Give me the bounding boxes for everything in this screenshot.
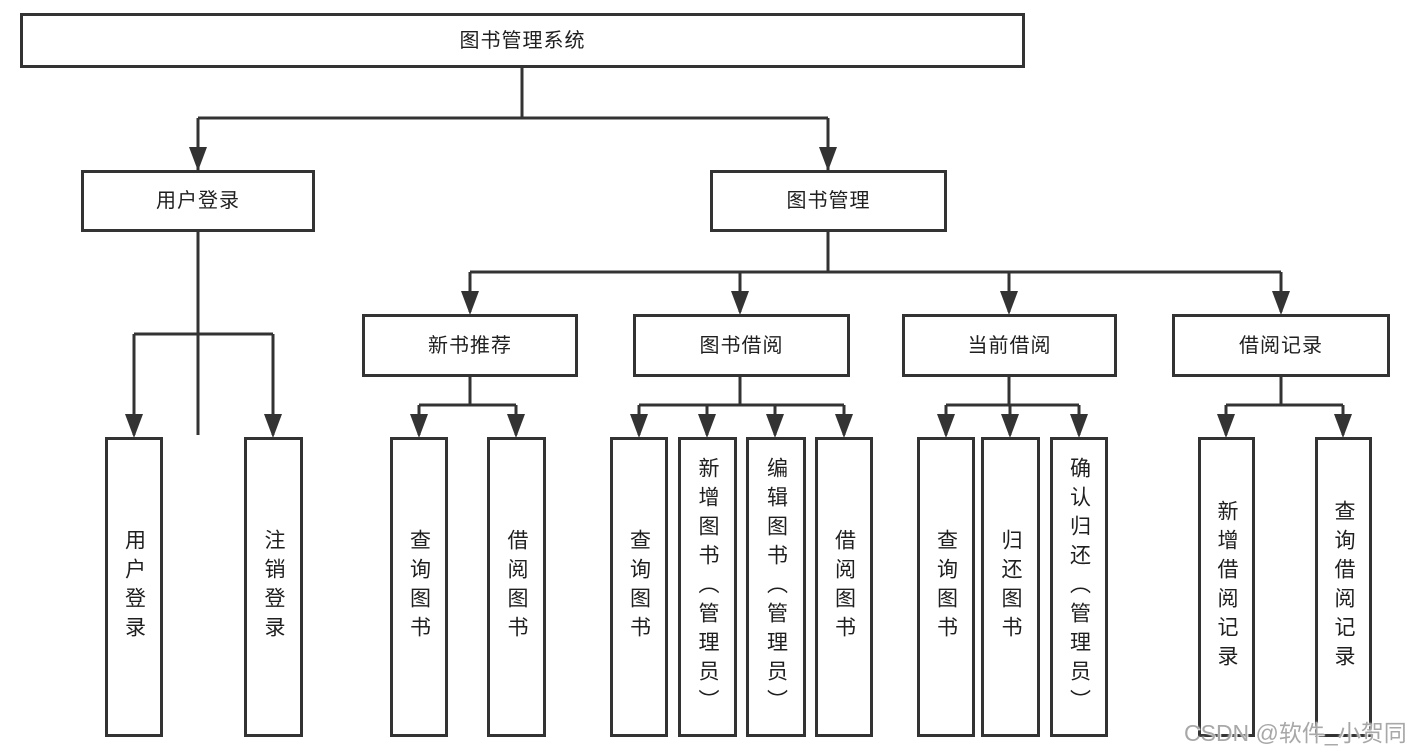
node-user-login: 用户登录	[81, 170, 315, 232]
leaf-logout-label: 注销登录	[262, 529, 285, 645]
node-book-borrow: 图书借阅	[633, 314, 850, 377]
leaf-br-add-record: 新增借阅记录	[1198, 437, 1255, 737]
leaf-cb-query-books: 查询图书	[917, 437, 975, 737]
leaf-cb-confirm-return-admin: 确认归还（管理员）	[1050, 437, 1108, 737]
leaf-br-add-record-label: 新增借阅记录	[1215, 500, 1238, 674]
leaf-br-query-record: 查询借阅记录	[1315, 437, 1372, 737]
leaf-bb-borrow-books-label: 借阅图书	[832, 529, 856, 645]
node-borrow-records-label: 借阅记录	[1239, 334, 1323, 357]
leaf-nbr-borrow-books-label: 借阅图书	[505, 529, 528, 645]
leaf-bb-edit-books-admin-label: 编辑图书（管理员）	[764, 456, 788, 718]
node-root-label: 图书管理系统	[459, 29, 586, 52]
leaf-bb-add-books-admin: 新增图书（管理员）	[678, 437, 737, 737]
node-new-book-recommend-label: 新书推荐	[428, 334, 512, 357]
leaf-cb-return-books: 归还图书	[981, 437, 1040, 737]
leaf-cb-return-books-label: 归还图书	[999, 529, 1022, 645]
leaf-cb-confirm-return-admin-label: 确认归还（管理员）	[1067, 456, 1091, 718]
leaf-nbr-query-books-label: 查询图书	[407, 529, 431, 645]
node-book-borrow-label: 图书借阅	[699, 334, 784, 357]
leaf-bb-query-books: 查询图书	[610, 437, 668, 737]
csdn-watermark: CSDN @软件_小贺同学	[1184, 720, 1405, 746]
leaf-bb-edit-books-admin: 编辑图书（管理员）	[746, 437, 806, 737]
leaf-nbr-borrow-books: 借阅图书	[487, 437, 546, 737]
node-user-login-label: 用户登录	[156, 190, 240, 212]
leaf-logout: 注销登录	[244, 437, 303, 737]
leaf-nbr-query-books: 查询图书	[390, 437, 448, 737]
arrowhead-icons	[125, 147, 1352, 438]
leaf-br-query-record-label: 查询借阅记录	[1332, 500, 1355, 674]
leaf-bb-add-books-admin-label: 新增图书（管理员）	[696, 456, 719, 718]
leaf-bb-borrow-books: 借阅图书	[815, 437, 873, 737]
connector-paths	[132, 68, 1345, 435]
node-new-book-recommend: 新书推荐	[362, 314, 578, 377]
node-book-management: 图书管理	[710, 170, 947, 232]
node-book-management-label: 图书管理	[786, 190, 871, 212]
node-current-borrow: 当前借阅	[902, 314, 1117, 377]
leaf-user-login-label: 用户登录	[122, 529, 146, 645]
leaf-bb-query-books-label: 查询图书	[627, 529, 651, 645]
node-borrow-records: 借阅记录	[1172, 314, 1390, 377]
leaf-cb-query-books-label: 查询图书	[934, 529, 958, 645]
leaf-user-login: 用户登录	[105, 437, 163, 737]
node-current-borrow-label: 当前借阅	[967, 334, 1052, 357]
node-root: 图书管理系统	[20, 13, 1025, 68]
